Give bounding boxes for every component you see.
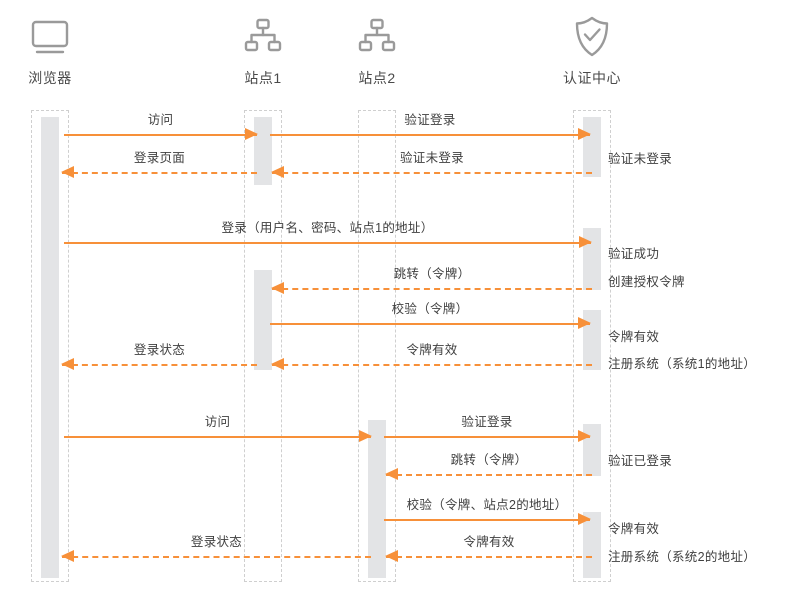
message-line [64, 436, 371, 438]
arrow-head-icon [271, 358, 284, 370]
message-line [386, 474, 592, 476]
participant-label-site1: 站点1 [244, 70, 282, 86]
participant-site2: 站点2 [317, 14, 437, 88]
message-label: 登录页面 [133, 151, 186, 165]
message-line [272, 288, 592, 290]
message-line [272, 364, 592, 366]
participant-label-auth: 认证中心 [563, 70, 621, 86]
message-label: 验证登录 [461, 415, 513, 429]
side-note-n2: 验证成功 [608, 247, 660, 261]
message-label: 访问 [147, 113, 174, 127]
lifeline-site2 [358, 110, 396, 582]
message-label: 访问 [204, 415, 231, 429]
message-label: 令牌有效 [463, 535, 515, 549]
participant-label-browser: 浏览器 [28, 70, 72, 86]
activation-bar-site1 [254, 117, 272, 185]
side-note-n6: 验证已登录 [608, 454, 673, 468]
participant-label-site2: 站点2 [358, 70, 396, 86]
side-note-n3: 创建授权令牌 [608, 275, 685, 289]
message-label: 登录状态 [133, 343, 186, 357]
arrow-head-icon [245, 128, 258, 140]
arrow-head-icon [385, 468, 398, 480]
side-note-n1: 验证未登录 [608, 152, 673, 166]
participant-auth: 认证中心 [532, 14, 652, 88]
participant-browser: 浏览器 [0, 14, 110, 88]
side-note-n5: 注册系统（系统1的地址） [608, 357, 757, 371]
activation-bar-site1 [254, 270, 272, 370]
message-label: 跳转（令牌） [393, 267, 471, 281]
message-label: 校验（令牌、站点2的地址） [406, 498, 568, 512]
participant-site1: 站点1 [203, 14, 323, 88]
message-line [64, 242, 591, 244]
arrow-head-icon [385, 550, 398, 562]
sitemap-icon [203, 14, 323, 60]
message-label: 登录状态 [190, 535, 243, 549]
message-line [64, 134, 257, 136]
message-line [270, 134, 590, 136]
activation-bar-auth [583, 512, 601, 578]
arrow-head-icon [271, 166, 284, 178]
activation-bar-site2 [368, 420, 386, 578]
activation-bar-browser [41, 117, 59, 578]
lifeline-auth [573, 110, 611, 582]
message-label: 验证未登录 [399, 151, 464, 165]
arrow-head-icon [578, 513, 591, 525]
message-line [62, 556, 371, 558]
arrow-head-icon [578, 430, 591, 442]
message-label: 验证登录 [404, 113, 456, 127]
arrow-head-icon [271, 282, 284, 294]
sitemap-icon [317, 14, 437, 60]
side-note-n4: 令牌有效 [608, 330, 660, 344]
message-label: 跳转（令牌） [450, 453, 528, 467]
message-label: 校验（令牌） [391, 302, 469, 316]
side-note-n7: 令牌有效 [608, 522, 660, 536]
message-line [62, 172, 257, 174]
arrow-head-icon [359, 430, 372, 442]
message-line [62, 364, 257, 366]
arrow-head-icon [61, 166, 74, 178]
message-label: 登录（用户名、密码、站点1的地址） [221, 221, 434, 235]
monitor-icon [0, 14, 110, 60]
arrow-head-icon [578, 317, 591, 329]
message-line [270, 323, 590, 325]
shield-check-icon [532, 14, 652, 60]
side-note-n8: 注册系统（系统2的地址） [608, 550, 757, 564]
message-line [272, 172, 592, 174]
arrow-head-icon [579, 236, 592, 248]
message-label: 令牌有效 [406, 343, 458, 357]
lifeline-browser [31, 110, 69, 582]
message-line [386, 556, 592, 558]
lifeline-site1 [244, 110, 282, 582]
message-line [384, 436, 590, 438]
message-line [384, 519, 590, 521]
arrow-head-icon [61, 358, 74, 370]
arrow-head-icon [61, 550, 74, 562]
arrow-head-icon [578, 128, 591, 140]
